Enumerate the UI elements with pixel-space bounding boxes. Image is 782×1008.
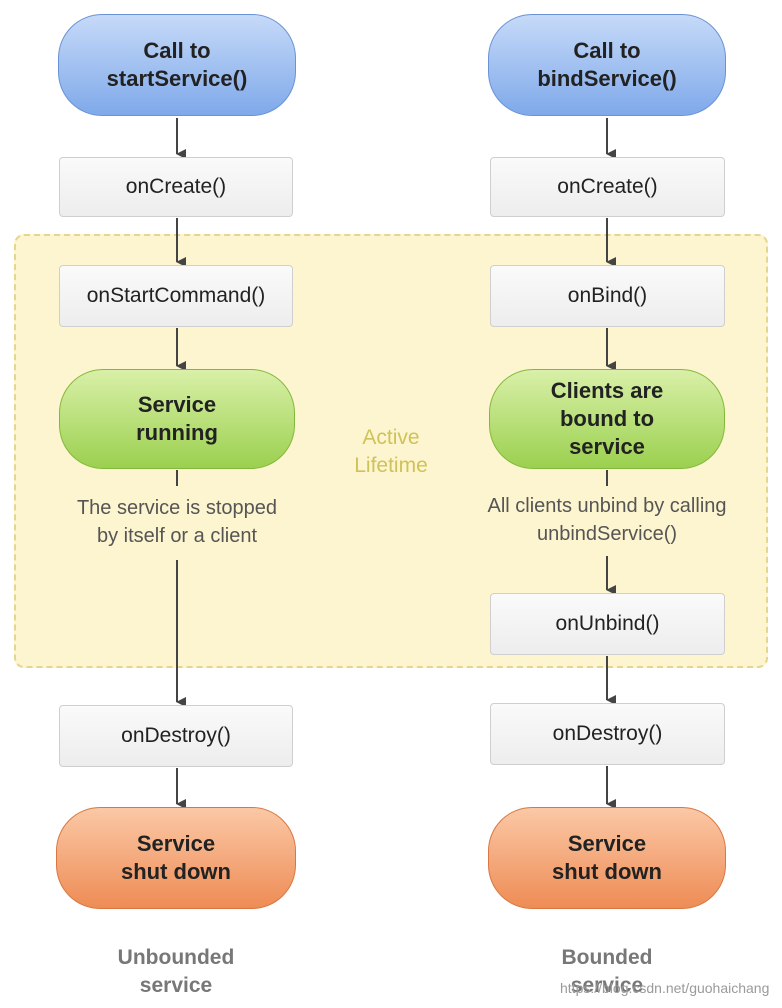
- on-start-command-node: onStartCommand(): [59, 265, 293, 327]
- service-running-node: Service running: [59, 369, 295, 469]
- right-unbind-note: All clients unbind by calling unbindServ…: [487, 495, 727, 545]
- left-service-shutdown-node: Service shut down: [56, 807, 296, 909]
- right-service-shutdown-node: Service shut down: [488, 807, 726, 909]
- call-bind-service-node: Call to bindService(): [488, 14, 726, 116]
- on-unbind-node: onUnbind(): [490, 593, 725, 655]
- watermark-text: https://blog.csdn.net/guohaichang: [560, 980, 770, 996]
- left-stop-note: The service is stopped by itself or a cl…: [76, 497, 278, 547]
- left-on-create-node: onCreate(): [59, 157, 293, 217]
- left-on-destroy-node: onDestroy(): [59, 705, 293, 767]
- clients-bound-node: Clients are bound to service: [489, 369, 725, 469]
- call-start-service-node: Call to startService(): [58, 14, 296, 116]
- right-on-destroy-node: onDestroy(): [490, 703, 725, 765]
- on-bind-node: onBind(): [490, 265, 725, 327]
- unbounded-service-caption: Unbounded service: [117, 946, 235, 997]
- active-lifetime-label: Active Lifetime: [354, 426, 428, 477]
- right-on-create-node: onCreate(): [490, 157, 725, 217]
- bounded-service-caption: Bounded service: [561, 946, 653, 997]
